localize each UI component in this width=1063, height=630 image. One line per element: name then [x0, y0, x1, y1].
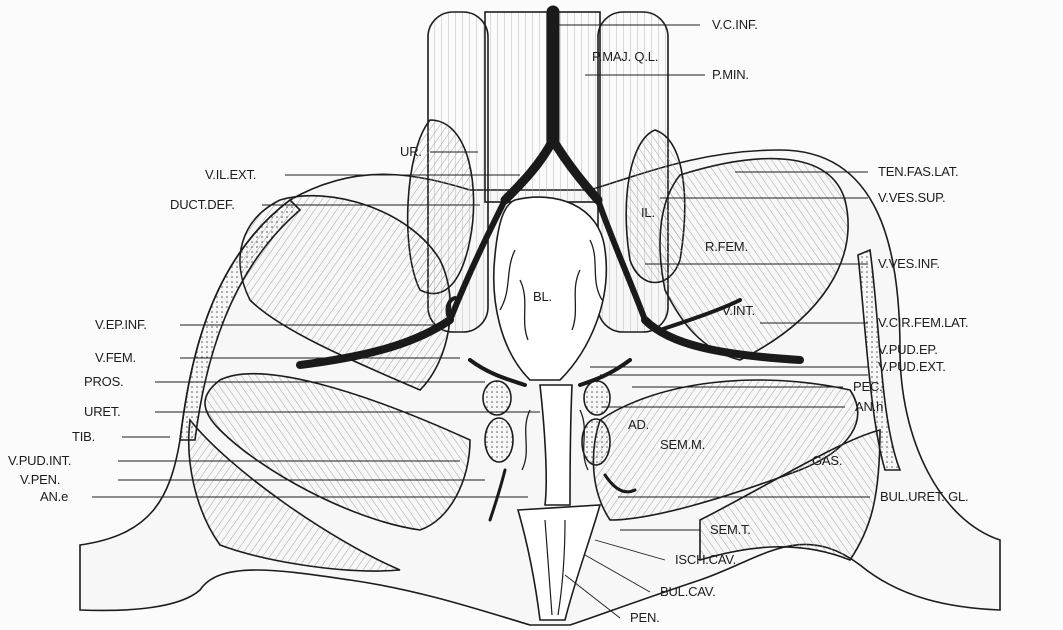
label-sem-t: SEM.T. — [710, 523, 751, 537]
prostate-left-lower — [485, 418, 513, 462]
prostate-right-upper — [584, 381, 610, 415]
label-v-pen: V.PEN. — [20, 473, 60, 487]
label-v-fem: V.FEM. — [95, 351, 136, 365]
label-il: IL. — [641, 206, 655, 220]
label-isch-cav: ISCH.CAV. — [675, 553, 736, 567]
label-ur: UR. — [400, 145, 422, 159]
label-bl: BL. — [533, 290, 552, 304]
label-v-ves-sup: V.VES.SUP. — [878, 191, 945, 205]
label-pen: PEN. — [630, 611, 660, 625]
spine-center — [485, 12, 600, 202]
label-tib: TIB. — [72, 430, 95, 444]
label-pec: PEC. — [853, 380, 883, 394]
label-ad: AD. — [628, 418, 649, 432]
label-v-cir-fem-lat: V.CIR.FEM.LAT. — [878, 316, 968, 330]
label-gas: GAS. — [812, 454, 842, 468]
label-v-pud-ep: V.PUD.EP. — [878, 343, 938, 357]
label-an-e: AN.e — [40, 490, 68, 504]
label-v-pud-ext: V.PUD.EXT. — [878, 360, 946, 374]
label-duct-def: DUCT.DEF. — [170, 198, 235, 212]
label-v-ep-inf: V.EP.INF. — [95, 318, 147, 332]
label-v-c-inf: V.C.INF. — [712, 18, 758, 32]
label-v-pud-int: V.PUD.INT. — [8, 454, 71, 468]
label-sem-m: SEM.M. — [660, 438, 705, 452]
label-v-il-ext: V.IL.EXT. — [205, 168, 256, 182]
label-pmaj-ql: P.MAJ. Q.L. — [592, 50, 658, 64]
label-bul-uret-gl: BUL.URET. GL. — [880, 490, 968, 504]
label-uret: URET. — [84, 405, 121, 419]
label-pmin: P.MIN. — [712, 68, 749, 82]
label-bul-cav: BUL.CAV. — [660, 585, 716, 599]
label-an-h: AN.h — [855, 400, 883, 414]
label-r-fem: R.FEM. — [705, 240, 748, 254]
prostate-left-upper — [483, 381, 511, 415]
label-v-ves-inf: V.VES.INF. — [878, 257, 940, 271]
label-ten-fas-lat: TEN.FAS.LAT. — [878, 165, 958, 179]
label-v-int: V.INT. — [722, 304, 755, 318]
label-pros: PROS. — [84, 375, 123, 389]
prostate-right-lower — [582, 419, 610, 465]
